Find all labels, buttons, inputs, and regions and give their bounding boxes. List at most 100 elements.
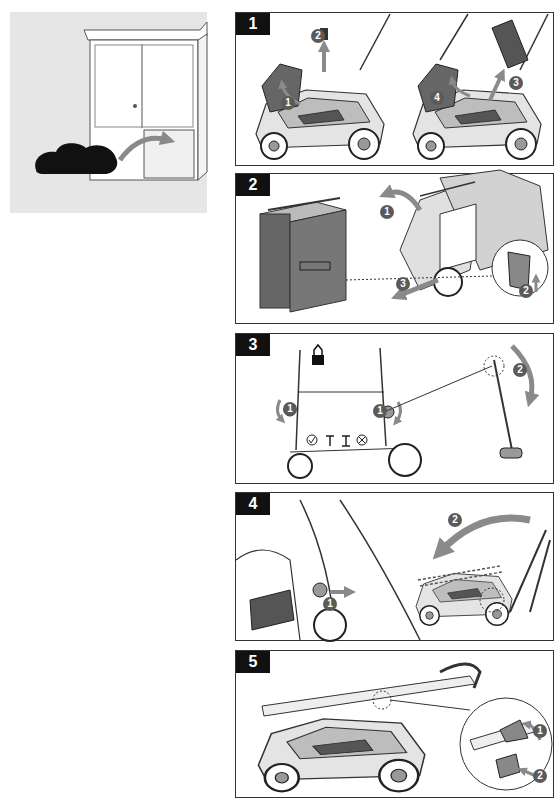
store-arrow	[120, 138, 168, 160]
remove-arrow	[322, 46, 326, 72]
step-frame	[236, 493, 554, 641]
grassbox-grip	[300, 262, 330, 270]
handle-divider	[440, 14, 468, 60]
door-seam	[142, 44, 143, 128]
battery-area	[250, 590, 294, 630]
callout-text: 2	[513, 363, 527, 377]
folded-handle	[262, 676, 475, 716]
check-icon	[309, 437, 315, 443]
callout-number: 1	[380, 205, 394, 219]
callout-number: 1	[533, 724, 547, 738]
fold-arrow	[512, 346, 532, 400]
mower	[416, 574, 512, 626]
handle-grip	[440, 664, 480, 688]
callout-text: 4	[430, 91, 444, 105]
battery-cover-open	[418, 64, 458, 112]
zoom-circle	[460, 698, 552, 790]
mower-body	[236, 550, 300, 640]
step-number: 1	[236, 13, 270, 35]
step-frame	[236, 334, 554, 484]
battery	[492, 20, 528, 68]
handle	[420, 182, 475, 196]
check-icon	[307, 435, 317, 445]
press-arrow	[535, 278, 538, 292]
callout-text: 2	[519, 284, 533, 298]
wheel	[288, 454, 312, 478]
cross-icon	[359, 437, 365, 443]
loosen-arrow	[330, 590, 350, 594]
wheel	[314, 609, 346, 641]
callout-text: 1	[373, 404, 387, 418]
storage-background	[10, 12, 207, 213]
battery-cover-open	[262, 64, 302, 112]
callout-number: 1	[283, 402, 297, 416]
wheel	[389, 444, 421, 476]
unlock-icon	[314, 345, 322, 356]
door-panel	[95, 45, 193, 127]
callout-number: 2	[311, 29, 325, 43]
callout-text: 2	[448, 513, 462, 527]
step-panel: 2 1 3 2	[235, 173, 553, 323]
cross-bar	[298, 392, 384, 393]
bolt-icon	[326, 436, 334, 446]
step-panel: 4 1 2	[235, 492, 553, 640]
step-panel: 5 1 2	[235, 650, 553, 797]
callout-number: 4	[430, 91, 444, 105]
callout-number: 1	[373, 404, 387, 418]
grassbox-side	[260, 214, 290, 308]
handle-bar	[380, 348, 386, 446]
open-arrow	[452, 80, 470, 96]
handle-folded	[420, 572, 502, 586]
cable-clip	[500, 720, 528, 742]
mower	[258, 719, 424, 791]
cabinet-side	[198, 34, 207, 180]
callout-text: 1	[533, 724, 547, 738]
callout-number: 1	[281, 96, 295, 110]
zoom-circle	[480, 588, 504, 612]
callout-text: 2	[533, 769, 547, 783]
callout-number: 2	[513, 363, 527, 377]
handle-folded	[418, 566, 500, 580]
step-frame	[236, 13, 554, 166]
step-number: 4	[236, 493, 270, 515]
handle	[360, 14, 390, 70]
lift-arrow	[490, 74, 502, 100]
callout-number: 2	[519, 284, 533, 298]
wing-knob	[313, 583, 327, 597]
callout-text: 1	[281, 96, 295, 110]
step-panel: 3 1 1 2	[235, 333, 553, 483]
cabinet-top	[84, 22, 207, 40]
callout-text: 2	[311, 29, 325, 43]
callout-number: 2	[533, 769, 547, 783]
leader-line	[346, 276, 492, 280]
callout-text: 3	[509, 76, 523, 90]
step-panel: 1 1 2 4 3	[235, 12, 553, 165]
handle-outline	[340, 500, 420, 640]
step-number: 3	[236, 334, 270, 356]
mower-silhouette	[35, 143, 117, 174]
turn-arrow	[277, 400, 282, 420]
callout-number: 3	[396, 277, 410, 291]
handle-foot	[500, 448, 522, 458]
callout-text: 1	[323, 597, 337, 611]
bolt-icon	[342, 436, 350, 446]
handle-bar	[296, 350, 300, 450]
handle-up	[530, 540, 550, 612]
zoom-circle	[373, 691, 391, 709]
leader-line	[384, 366, 492, 412]
callout-number: 1	[323, 597, 337, 611]
lower-handle	[494, 360, 512, 450]
door-knob	[133, 104, 137, 108]
grass-chute	[440, 204, 476, 270]
callout-text: 1	[283, 402, 297, 416]
grassbox-front	[290, 210, 346, 312]
cable-clip	[496, 754, 520, 778]
step-number: 2	[236, 174, 270, 196]
callout-text: 3	[396, 277, 410, 291]
cross-icon	[357, 435, 367, 445]
step-number: 5	[236, 651, 270, 673]
callout-text: 1	[380, 205, 394, 219]
leader-line	[390, 700, 470, 710]
